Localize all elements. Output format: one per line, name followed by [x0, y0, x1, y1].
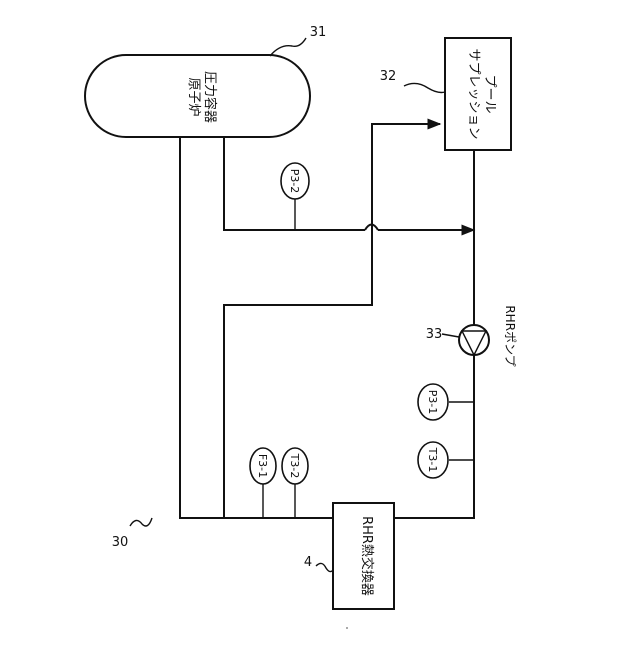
system-ref-callout: 30: [112, 518, 152, 550]
sensor-t3-2: T3-2: [282, 448, 308, 518]
sensor-p3-1: P3-1: [418, 384, 474, 420]
sensor-p3-2-label: P3-2: [288, 169, 301, 194]
pump-label: RHRポンプ: [503, 305, 517, 366]
suppression-pool: サプレッション プール: [445, 38, 511, 150]
sensor-t3-2-label: T3-2: [288, 453, 301, 479]
system-ref-number: 30: [112, 535, 129, 550]
vessel-label-line1: 原子炉: [186, 77, 201, 116]
sensor-t3-1: T3-1: [418, 442, 474, 478]
vessel-ref-number: 31: [310, 25, 327, 40]
pool-label-line2: プール: [482, 74, 497, 113]
heat-exchanger-ref-number: 4: [304, 555, 312, 570]
heat-exchanger-label: RHR熱交換器: [359, 516, 375, 596]
sensor-p3-1-label: P3-1: [426, 390, 439, 415]
rhr-heat-exchanger: RHR熱交換器: [333, 503, 394, 609]
sensor-f3-1: F3-1: [250, 448, 276, 518]
vessel-label-line2: 圧力容器: [202, 71, 218, 123]
sensor-t3-1-label: T3-1: [426, 447, 439, 473]
heat-exchanger-ref-callout: 4: [304, 555, 333, 572]
vessel-ref-callout: 31: [270, 25, 326, 56]
pool-ref-number: 32: [380, 69, 397, 84]
pool-ref-callout: 32: [380, 69, 445, 93]
pump-ref-number: 33: [426, 327, 443, 342]
pump-ref-callout: 33: [426, 327, 459, 342]
sensor-p3-2: P3-2: [281, 163, 309, 230]
sensor-f3-1-label: F3-1: [256, 454, 269, 478]
reactor-pressure-vessel: 原子炉 圧力容器: [85, 55, 310, 137]
rhr-pump: [459, 325, 489, 355]
pool-label-line1: サプレッション: [466, 48, 481, 139]
